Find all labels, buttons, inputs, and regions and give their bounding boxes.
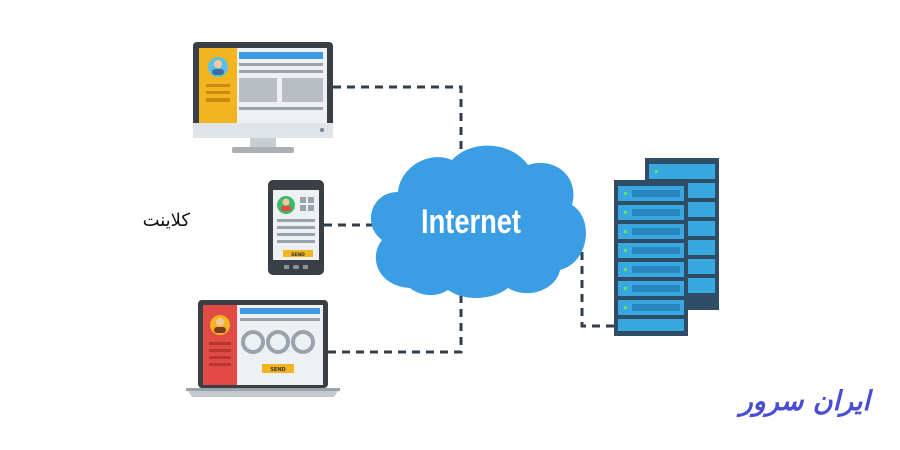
connector-desktop bbox=[333, 85, 463, 160]
smartphone-icon: SEND bbox=[268, 180, 324, 275]
phone-send-label: SEND bbox=[291, 252, 305, 258]
laptop-icon: SEND bbox=[186, 300, 340, 397]
client-label: کلاینت bbox=[142, 210, 190, 231]
cloud-label: Internet bbox=[421, 203, 521, 241]
server-rack-front bbox=[614, 180, 688, 336]
laptop-send-label: SEND bbox=[270, 367, 285, 373]
server-rack-icon bbox=[614, 158, 719, 336]
brand-logo: ایران سرور bbox=[739, 386, 870, 417]
connector-laptop bbox=[328, 295, 463, 354]
desktop-monitor-icon bbox=[193, 42, 333, 153]
cloud-icon: Internet bbox=[370, 145, 586, 298]
